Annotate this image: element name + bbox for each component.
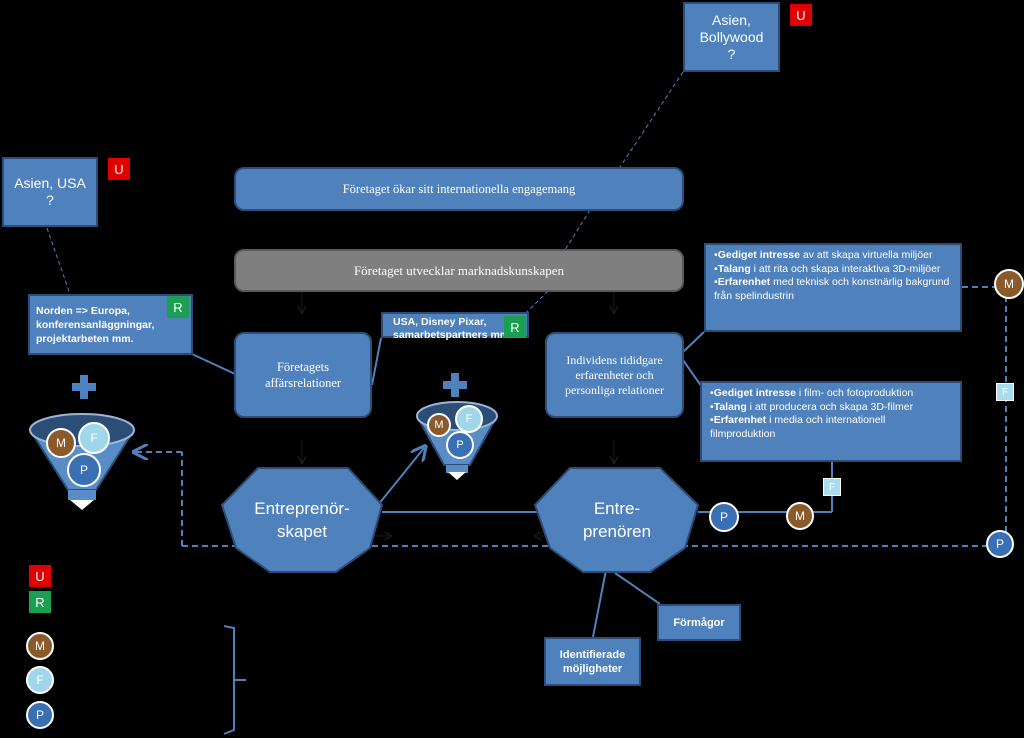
list-top-item-3-bold: Erfarenhet [717,276,771,288]
f-circle-icon: F [78,422,110,454]
box-marknadskunskap: Företaget utvecklar marknadskunskapen [234,249,684,292]
list-bottom-item-1-rest: i film- och fotoproduktion [795,387,914,399]
octagon-entreprenorskapet [220,467,384,573]
box-asien-bollywood: Asien, Bollywood ? [683,2,780,72]
list-bottom: •Gediget intresse i film- och fotoproduk… [700,381,962,462]
label-entreprenorskapet: Entreprenör- skapet [254,499,350,541]
legend-f-circle-icon: F [26,666,54,694]
box-formagor: Förmågor [657,604,741,641]
list-top-item-3-rest: med teknisk och konstnärlig bakgrund frå… [714,276,950,302]
f-square-icon: F [823,478,841,496]
box-identifierade: Identifierade möjligheter [544,637,641,686]
box-affarsrelationer: Företagets affärsrelationer [234,332,372,418]
m-circle-icon: M [786,502,814,530]
list-bottom-item-2-bold: Talang [713,400,747,413]
legend-m-circle-icon: M [26,632,54,660]
box-internationellt: Företaget ökar sitt internationella enga… [234,167,684,211]
p-circle-icon: P [986,530,1014,558]
p-circle-icon: P [709,502,739,532]
r-tag: R [167,296,189,318]
u-tag: U [108,158,130,180]
p-circle-icon: P [67,453,101,487]
m-circle-icon: M [427,413,451,437]
m-circle-icon: M [46,428,76,458]
list-top-item-1-bold: Gediget intresse [717,249,800,261]
legend-r-tag: R [29,591,51,613]
list-bottom-item-3-rest: i media och internationell filmproduktio… [710,414,886,440]
f-square-icon: F [996,383,1014,401]
list-top-item-2-rest: i att rita och skapa interaktiva 3D-milj… [750,262,941,275]
list-bottom-item-2-rest: i att producera och skapa 3D-filmer [746,400,914,413]
box-norden: Norden => Europa, konferensanläggningar,… [28,294,193,355]
label-entreprenoren: Entre- prenören [582,499,652,541]
legend-p-circle-icon: P [26,701,54,729]
list-top-item-1-rest: av att skapa virtuella miljöer [799,249,933,261]
list-bottom-item-1-bold: Gediget intresse [713,387,796,399]
m-circle-icon: M [994,269,1024,299]
list-bottom-item-3-bold: Erfarenhet [713,414,767,426]
legend-u-tag: U [29,565,51,587]
box-asien-usa: Asien, USA ? [2,157,98,227]
f-circle-icon: F [455,405,483,433]
octagon-entreprenoren [533,467,700,573]
r-tag: R [504,316,526,338]
p-circle-icon: P [446,431,474,459]
list-top: •Gediget intresse av att skapa virtuella… [704,243,962,332]
u-tag: U [790,4,812,26]
box-individens: Individens tididgare erfarenheter och pe… [545,332,684,418]
list-top-item-2-bold: Talang [717,262,751,275]
